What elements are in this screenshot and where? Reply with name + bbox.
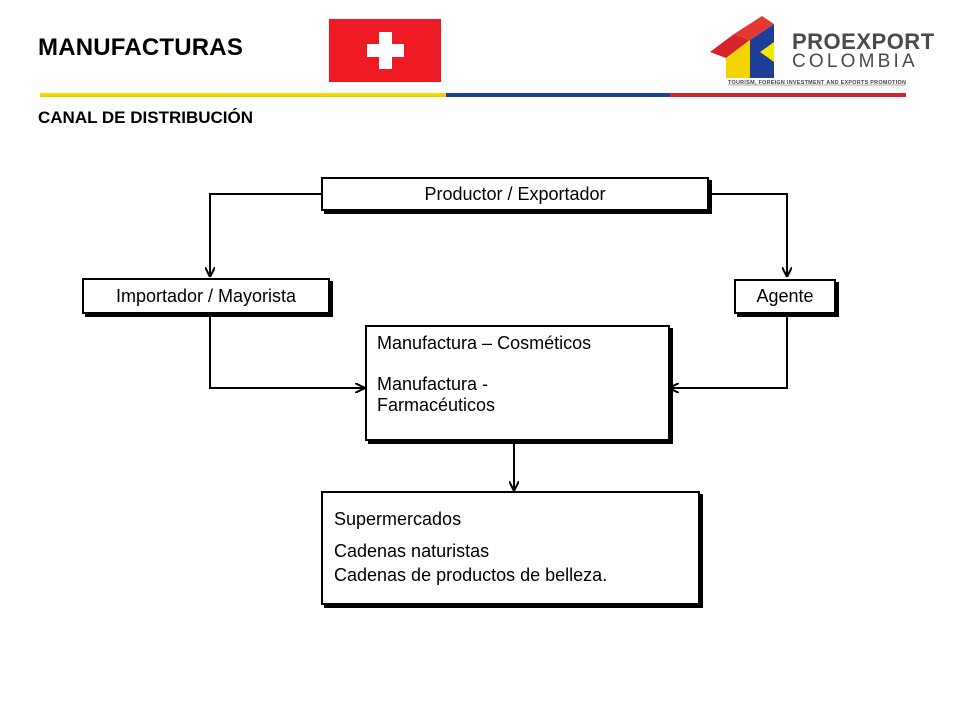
proexport-logo-icon — [710, 16, 906, 86]
retail-supermarkets: Supermercados — [334, 509, 462, 529]
logo-country: COLOMBIA — [792, 51, 918, 72]
header-band-yellow — [40, 93, 446, 97]
manufacture-pharma-1: Manufactura - — [377, 374, 489, 394]
logo-tagline: TOURISM, FOREIGN INVESTMENT AND EXPORTS … — [728, 80, 907, 86]
header-band-red — [670, 93, 906, 97]
retail-beauty: Cadenas de productos de belleza. — [334, 565, 608, 585]
section-subtitle: CANAL DE DISTRIBUCIÓN — [38, 108, 254, 127]
retail-natural: Cadenas naturistas — [334, 541, 490, 561]
header-band-blue — [446, 93, 670, 97]
importer-box: Importador / Mayorista — [82, 278, 330, 314]
swiss-flag-icon — [329, 19, 441, 82]
manufacture-cosmetics: Manufactura – Cosméticos — [377, 333, 592, 353]
importer-label: Importador / Mayorista — [115, 285, 297, 306]
retail-box: Supermercados Cadenas naturistas Cadenas… — [321, 491, 700, 605]
agent-label: Agente — [756, 286, 814, 306]
connector-importer-manufacture — [209, 314, 364, 388]
connector-producer-importer — [210, 193, 322, 276]
producer-box: Productor / Exportador — [321, 177, 709, 211]
page-title: MANUFACTURAS — [38, 34, 244, 61]
connector-agent-manufacture — [670, 314, 788, 388]
producer-label: Productor / Exportador — [424, 183, 606, 204]
manufacture-box: Manufactura – Cosméticos Manufactura - F… — [365, 325, 670, 441]
agent-box: Agente — [734, 279, 836, 314]
connector-producer-agent — [708, 193, 787, 276]
manufacture-pharma-2: Farmacéuticos — [377, 395, 496, 415]
logo-name: PROEXPORT — [792, 29, 935, 54]
flag-cross-horizontal — [367, 44, 404, 57]
